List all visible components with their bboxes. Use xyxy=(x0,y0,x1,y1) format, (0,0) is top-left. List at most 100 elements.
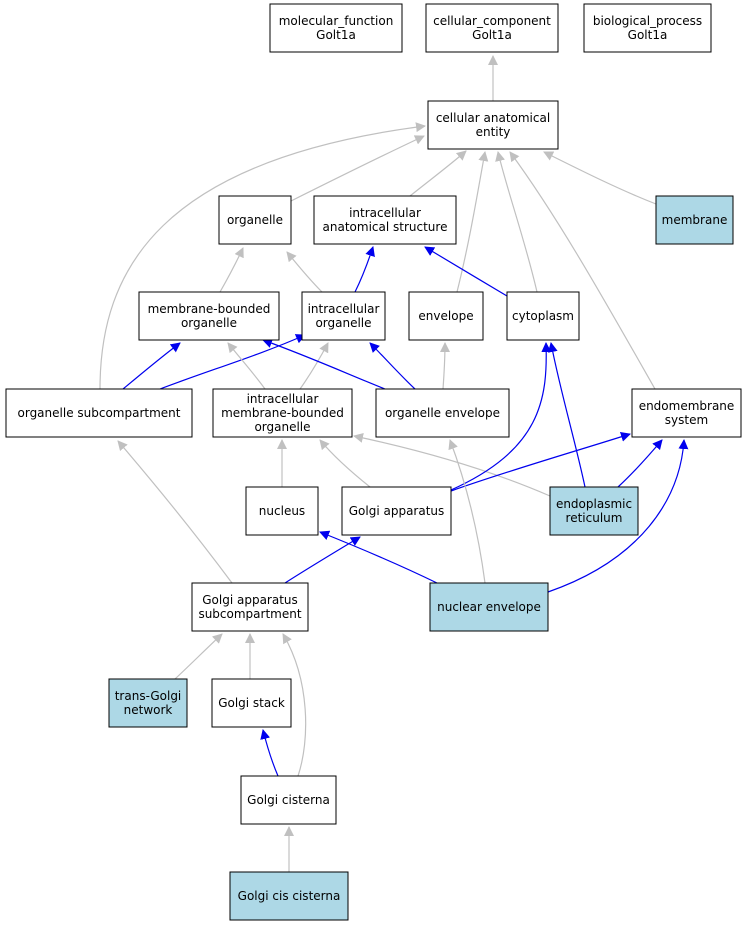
node-label: entity xyxy=(476,125,511,139)
node-box[interactable] xyxy=(240,775,337,825)
node-organelle[interactable]: organelle xyxy=(218,195,292,245)
node-label: reticulum xyxy=(566,511,623,525)
node-label: Golgi apparatus xyxy=(349,504,445,518)
node-box[interactable] xyxy=(583,3,712,53)
edge-gcist-to-gstack xyxy=(260,729,279,777)
node-box[interactable] xyxy=(375,388,510,438)
node-box[interactable] xyxy=(655,195,734,245)
node-box[interactable] xyxy=(229,871,349,921)
node-label: cellular anatomical xyxy=(436,111,550,125)
node-gstack[interactable]: Golgi stack xyxy=(211,678,292,728)
edge-line xyxy=(509,151,656,390)
node-box[interactable] xyxy=(212,388,353,438)
node-label: biological_process xyxy=(593,14,702,28)
node-box[interactable] xyxy=(506,291,580,341)
node-gcis[interactable]: Golgi cis cisterna xyxy=(229,871,349,921)
node-label: Golgi cisterna xyxy=(247,793,330,807)
node-label: membrane xyxy=(662,213,728,227)
node-cytoplasm[interactable]: cytoplasm xyxy=(506,291,580,341)
node-osc[interactable]: organelle subcompartment xyxy=(5,388,193,438)
edge-gasc-to-osc xyxy=(117,440,233,584)
node-box[interactable] xyxy=(549,486,639,536)
edge-io-to-organelle xyxy=(286,251,323,293)
edge-mbo-to-organelle xyxy=(219,247,244,293)
node-label: molecular_function xyxy=(279,14,394,28)
edge-line xyxy=(448,439,486,584)
node-box[interactable] xyxy=(108,678,188,728)
edge-nenv-to-nucleus xyxy=(319,530,438,584)
node-box[interactable] xyxy=(211,678,292,728)
node-label: intracellular xyxy=(247,392,319,406)
node-box[interactable] xyxy=(427,100,559,150)
edge-gasc-to-golgi xyxy=(284,536,361,584)
node-label: endoplasmic xyxy=(556,497,632,511)
edge-line xyxy=(547,439,689,593)
node-golgi[interactable]: Golgi apparatus xyxy=(341,486,452,536)
node-oenv[interactable]: organelle envelope xyxy=(375,388,510,438)
node-box[interactable] xyxy=(631,388,742,438)
node-box[interactable] xyxy=(429,582,549,632)
node-box[interactable] xyxy=(408,291,484,341)
node-nenv[interactable]: nuclear envelope xyxy=(429,582,549,632)
edge-cytoplasm-to-ias xyxy=(424,246,508,297)
node-box[interactable] xyxy=(5,388,193,438)
node-label: anatomical structure xyxy=(323,220,448,234)
edge-er-to-imbo xyxy=(353,432,551,497)
edge-oenv-to-envelope xyxy=(439,342,450,390)
edge-line xyxy=(117,440,233,584)
node-box[interactable] xyxy=(138,291,280,341)
edge-line xyxy=(439,342,450,390)
node-label: organelle xyxy=(227,213,283,227)
node-box[interactable] xyxy=(218,195,292,245)
node-label: trans-Golgi xyxy=(115,689,182,703)
edge-oenv-to-io xyxy=(369,342,416,390)
edge-line xyxy=(227,342,266,390)
node-label: nucleus xyxy=(259,504,305,518)
edge-cytoplasm-to-cae xyxy=(495,151,538,293)
node-gcist[interactable]: Golgi cisterna xyxy=(240,775,337,825)
edge-line xyxy=(495,151,538,293)
node-label: organelle xyxy=(315,316,371,330)
node-box[interactable] xyxy=(313,195,457,245)
node-envelope[interactable]: envelope xyxy=(408,291,484,341)
edge-nenv-to-endo xyxy=(547,439,689,593)
node-label: organelle subcompartment xyxy=(18,406,181,420)
node-label: cytoplasm xyxy=(512,309,574,323)
edge-line xyxy=(159,334,306,390)
node-label: Golt1a xyxy=(472,28,512,42)
node-box[interactable] xyxy=(269,3,403,53)
node-membrane[interactable]: membrane xyxy=(655,195,734,245)
edge-line xyxy=(282,633,307,777)
node-label: organelle envelope xyxy=(385,406,500,420)
node-nucleus[interactable]: nucleus xyxy=(245,486,319,536)
edge-osc-to-cae xyxy=(99,122,426,390)
node-box[interactable] xyxy=(245,486,319,536)
node-label: Golt1a xyxy=(628,28,668,42)
node-box[interactable] xyxy=(301,291,386,341)
edge-membrane-to-cae xyxy=(543,151,657,205)
edge-osc-to-mbo xyxy=(122,342,181,390)
edge-line xyxy=(319,530,438,584)
edge-line xyxy=(353,432,551,497)
node-box[interactable] xyxy=(425,3,559,53)
node-box[interactable] xyxy=(191,582,309,632)
edge-imbo-to-mbo xyxy=(227,342,266,390)
node-box[interactable] xyxy=(341,486,452,536)
edge-line xyxy=(409,150,467,197)
edge-line xyxy=(99,122,426,390)
edge-er-to-cytoplasm xyxy=(547,342,586,488)
edge-line xyxy=(122,342,181,390)
